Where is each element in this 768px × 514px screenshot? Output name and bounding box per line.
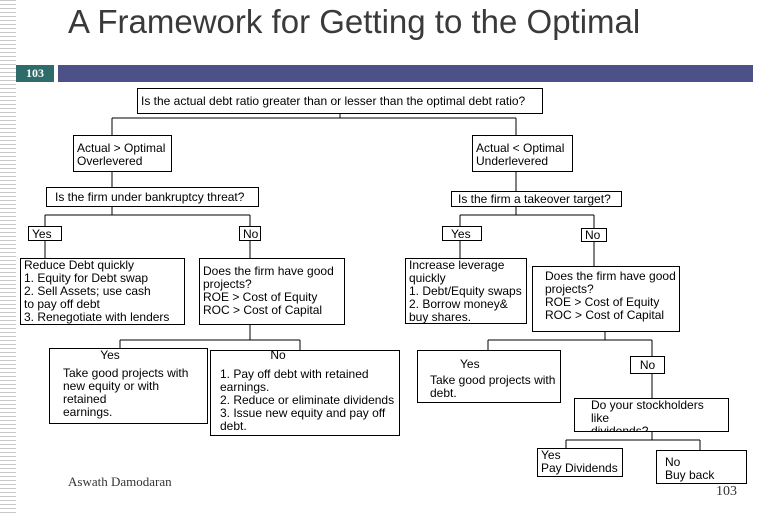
- take-good-projects-equity-box: Take good projects with new equity or wi…: [49, 348, 208, 424]
- yes-right-box: Yes: [442, 226, 482, 241]
- slide-title: A Framework for Getting to the Optimal: [68, 3, 641, 40]
- footer-page-number: 103: [716, 484, 737, 499]
- take-good-projects-equity-label: Yes: [100, 349, 120, 362]
- slide-number-badge: 103: [16, 65, 54, 82]
- yes-left-box: Yes: [28, 226, 62, 241]
- take-good-projects-debt-box: Take good projects with debt.: [417, 350, 561, 403]
- no-right2-box: No: [630, 356, 665, 374]
- pay-off-debt-box: 1. Pay off debt with retained earnings. …: [210, 350, 400, 436]
- bankruptcy-question-box: Is the firm under bankruptcy threat?: [46, 187, 259, 207]
- reduce-debt-box: Reduce Debt quickly 1. Equity for Debt s…: [20, 258, 185, 325]
- underlevered-box: Actual < Optimal Underlevered: [472, 135, 573, 172]
- decorative-stripes: [0, 0, 16, 514]
- good-projects-question-left-box: Does the firm have good projects? ROE > …: [199, 258, 345, 325]
- dividends-question-box: Do your stockholders like dividends?: [574, 398, 729, 432]
- buy-back-stock-box: No Buy back stock: [656, 450, 747, 484]
- footer-author: Aswath Damodaran: [68, 474, 172, 489]
- root-question-box: Is the actual debt ratio greater than or…: [137, 88, 543, 114]
- overlevered-box: Actual > Optimal Overlevered: [73, 135, 172, 172]
- takeover-question-box: Is the firm a takeover target?: [451, 191, 622, 207]
- pay-dividends-box: Yes Pay Dividends: [537, 448, 623, 477]
- increase-leverage-box: Increase leverage quickly 1. Debt/Equity…: [405, 258, 527, 324]
- title-bar: [58, 65, 753, 82]
- no-right-box: No: [581, 228, 607, 242]
- take-good-projects-debt-label: Yes: [460, 358, 480, 371]
- pay-off-debt-label: No: [270, 349, 286, 362]
- no-left-box: No: [239, 226, 261, 241]
- good-projects-question-right-box: Does the firm have good projects? ROE > …: [532, 266, 680, 332]
